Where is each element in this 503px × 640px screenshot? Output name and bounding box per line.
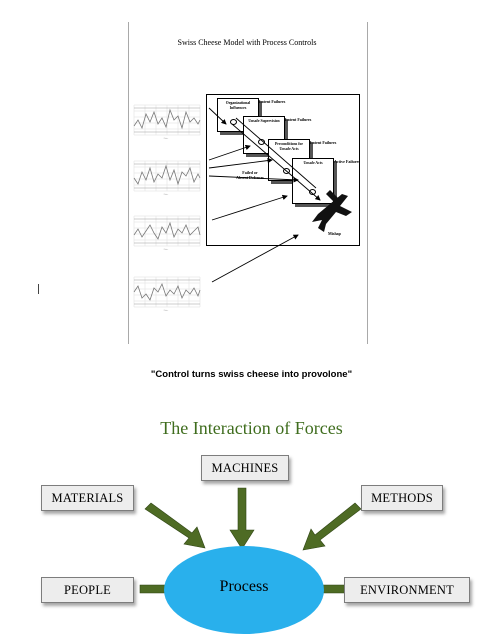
slice-label: Unsafe Supervision	[248, 119, 280, 123]
svg-text:Date: Date	[164, 248, 170, 251]
caption-quote: "Control turns swiss cheese into provolo…	[150, 369, 353, 380]
slice-label: Preconditions for Unsafe Acts	[274, 142, 304, 151]
slice-label: Organizational Influences	[225, 101, 251, 110]
slice-caption: Latent Failures	[285, 117, 312, 122]
slice-caption: Latent Failures	[310, 140, 337, 145]
materials-box: MATERIALS	[41, 485, 134, 511]
process-ellipse	[164, 546, 324, 634]
control-chart-4: Date	[130, 272, 208, 312]
control-chart-3: Date	[130, 211, 208, 251]
methods-box: METHODS	[361, 485, 443, 511]
forces-title: The Interaction of Forces	[160, 418, 343, 438]
hole-icon	[230, 119, 237, 125]
slice-unsafe-acts: Unsafe Acts	[292, 158, 334, 204]
text-cursor	[38, 284, 39, 294]
environment-box: ENVIRONMENT	[344, 577, 470, 603]
control-chart-2: Date	[130, 156, 208, 196]
hole-icon	[309, 189, 316, 195]
mishap-label: Mishap	[328, 231, 341, 236]
slice-caption: Active Failures	[334, 159, 360, 164]
slice-caption: Latent Failures	[259, 99, 286, 104]
svg-text:Date: Date	[164, 309, 170, 312]
control-chart-1: Date	[130, 100, 208, 140]
hole-icon	[258, 139, 265, 145]
people-box: PEOPLE	[41, 577, 134, 603]
aircraft-icon	[312, 190, 352, 232]
machines-box: MACHINES	[201, 455, 289, 481]
slice-label: Unsafe Acts	[303, 161, 323, 165]
cheese-arrows	[208, 107, 321, 283]
svg-text:Date: Date	[164, 137, 170, 140]
svg-text:Date: Date	[164, 193, 170, 196]
process-label: Process	[219, 578, 269, 595]
document-title: Swiss Cheese Model with Process Controls	[177, 38, 317, 47]
document-page	[128, 22, 368, 344]
